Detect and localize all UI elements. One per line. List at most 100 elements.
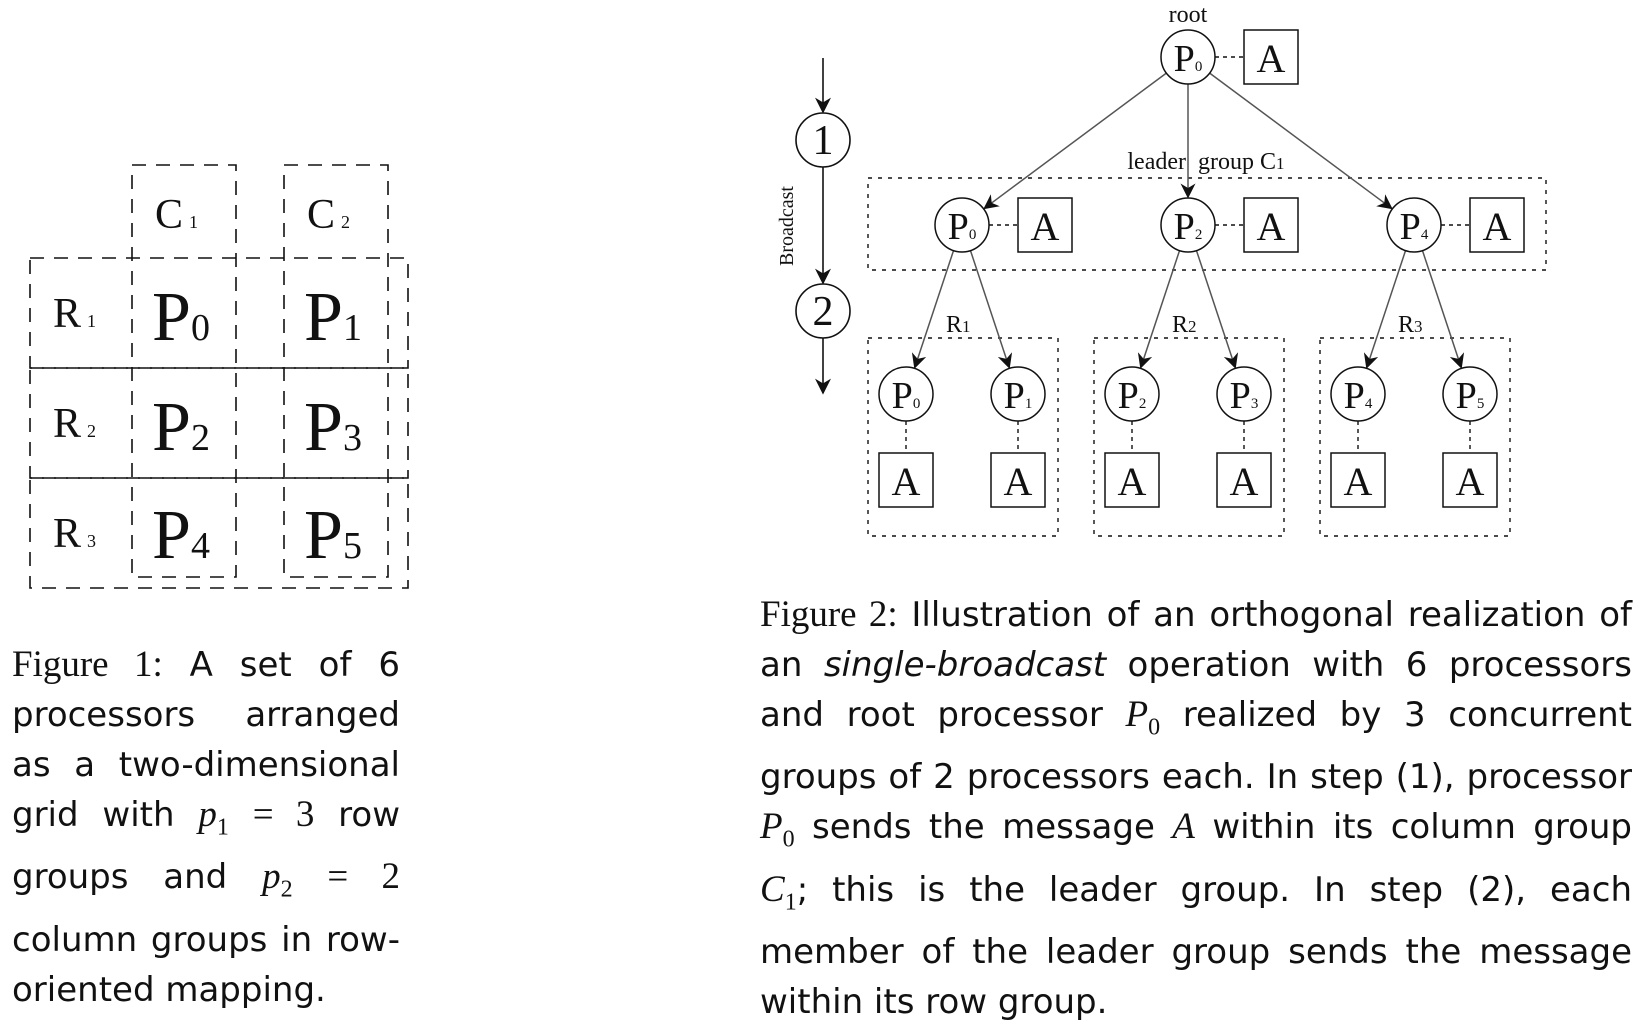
caption-text: column groups in row-oriented mapping.: [12, 919, 400, 1010]
member-node-p1: P1: [990, 366, 1046, 422]
tree-edge-leader-to-member: [1363, 250, 1407, 369]
member-message-box-p5: A: [1442, 452, 1498, 508]
math-c1: C1: [760, 868, 797, 916]
svg-text:A: A: [1118, 459, 1147, 504]
grid-cell-p4: P4: [152, 497, 210, 574]
root-node: P0: [1160, 29, 1216, 85]
row-group-box-r1: [29, 257, 409, 369]
member-message-box-p0: A: [878, 452, 934, 508]
row-group-label-r2: R2: [1172, 312, 1197, 338]
caption-text: ; this is the leader group. In step (2),…: [760, 869, 1632, 1023]
member-node-p2: P2: [1104, 366, 1160, 422]
row-group-box-r1: [867, 337, 1059, 537]
leader-message-box-p4: A: [1469, 197, 1525, 253]
svg-text:A: A: [1230, 459, 1259, 504]
leader-message-box-p2: A: [1243, 197, 1299, 253]
caption-text: realized by 3 concurrent groups of 2 pro…: [760, 695, 1632, 798]
svg-text:P5: P5: [1456, 375, 1485, 417]
grid-cell-p2: P2: [152, 389, 210, 466]
leader-message-box-p0: A: [1017, 197, 1073, 253]
svg-text:A: A: [1483, 204, 1512, 249]
member-message-box-p3: A: [1216, 452, 1272, 508]
leader-group-box: [867, 177, 1547, 271]
svg-text:P0: P0: [892, 375, 921, 417]
step-2-label: 2: [813, 289, 834, 335]
svg-text:P1: P1: [1004, 375, 1033, 417]
svg-text:A: A: [892, 459, 921, 504]
math-p2: p2: [262, 856, 293, 903]
svg-text:A: A: [1031, 204, 1060, 249]
grid-cell-p5: P5: [304, 497, 362, 574]
tree-edge-leader-to-member: [1137, 250, 1181, 369]
svg-text:P2: P2: [1174, 206, 1203, 248]
svg-text:A: A: [1344, 459, 1373, 504]
math-eq2: = 2: [327, 856, 400, 898]
caption-text: A set of 6 processors arranged as a two-…: [12, 645, 400, 835]
row-group-box-r3: [29, 477, 409, 589]
tree-edge-leader-to-member: [1195, 250, 1239, 369]
member-message-box-p4: A: [1330, 452, 1386, 508]
caption-text: Illustration of an orthogonal realizatio…: [760, 595, 1632, 685]
broadcast-axis-label: Broadcast: [776, 186, 798, 266]
svg-text:P4: P4: [1344, 375, 1373, 417]
row-group-box-r2: [1093, 337, 1285, 537]
member-node-p0: P0: [878, 366, 934, 422]
grid-cell-p3: P3: [304, 389, 362, 466]
math-eq1: = 3: [252, 794, 315, 835]
svg-text:P2: P2: [1118, 375, 1147, 417]
column-group-box-c1: [131, 164, 237, 578]
svg-text:A: A: [1257, 36, 1286, 81]
row-group-label-r1: R1: [946, 312, 971, 338]
svg-text:A: A: [1456, 459, 1485, 504]
tree-edge-root-to-leader: [983, 72, 1167, 210]
root-label: root: [1169, 2, 1208, 28]
tree-edge-leader-to-member: [911, 250, 955, 369]
figure-1-caption: Figure 1: A set of 6 processors arranged…: [12, 640, 400, 1015]
grid-cell-p1: P1: [304, 279, 362, 356]
row-group-label-r3: R3: [1398, 312, 1423, 338]
svg-text:P0: P0: [948, 206, 977, 248]
svg-text:P4: P4: [1400, 206, 1429, 248]
caption-text: within its column group: [1212, 807, 1633, 848]
caption-text: row groups and: [12, 795, 401, 898]
row-group-box-r3: [1319, 337, 1511, 537]
figure-2-label: Figure 2:: [760, 594, 898, 635]
figure-2-diagram: 1 2 Broadcast root leader group C1 R1 R2…: [776, 2, 1547, 537]
figure-2-caption: Figure 2: Illustration of an orthogonal …: [760, 590, 1632, 1027]
member-node-p4: P4: [1330, 366, 1386, 422]
math-p0: P0: [760, 806, 795, 853]
svg-text:A: A: [1004, 459, 1033, 504]
leader-label: leader: [1127, 149, 1186, 175]
caption-text: sends the message: [812, 807, 1155, 848]
svg-text:P0: P0: [1174, 38, 1203, 80]
member-message-box-p2: A: [1104, 452, 1160, 508]
svg-text:P3: P3: [1230, 375, 1259, 417]
math-p0: P0: [1125, 694, 1161, 741]
figure-1-label: Figure 1:: [12, 644, 163, 685]
tree-edge-leader-to-member: [1421, 250, 1465, 369]
math-a: A: [1172, 806, 1195, 848]
tree-edge-leader-to-member: [969, 250, 1013, 369]
leader-node-p0: P0: [934, 197, 990, 253]
svg-text:A: A: [1257, 204, 1286, 249]
member-message-box-p1: A: [990, 452, 1046, 508]
math-p1: p1: [198, 794, 229, 841]
row-group-box-r2: [29, 367, 409, 479]
member-node-p5: P5: [1442, 366, 1498, 422]
grid-cell-p0: P0: [152, 279, 210, 356]
root-message-box: A: [1243, 29, 1299, 85]
step-1-label: 1: [813, 118, 834, 164]
step-axis: 1 2 Broadcast: [776, 58, 851, 395]
tree-edge-root-to-leader: [1209, 72, 1393, 210]
column-group-box-c2: [283, 164, 389, 578]
group-label: group C1: [1198, 149, 1285, 175]
leader-node-p4: P4: [1386, 197, 1442, 253]
leader-node-p2: P2: [1160, 197, 1216, 253]
member-node-p3: P3: [1216, 366, 1272, 422]
